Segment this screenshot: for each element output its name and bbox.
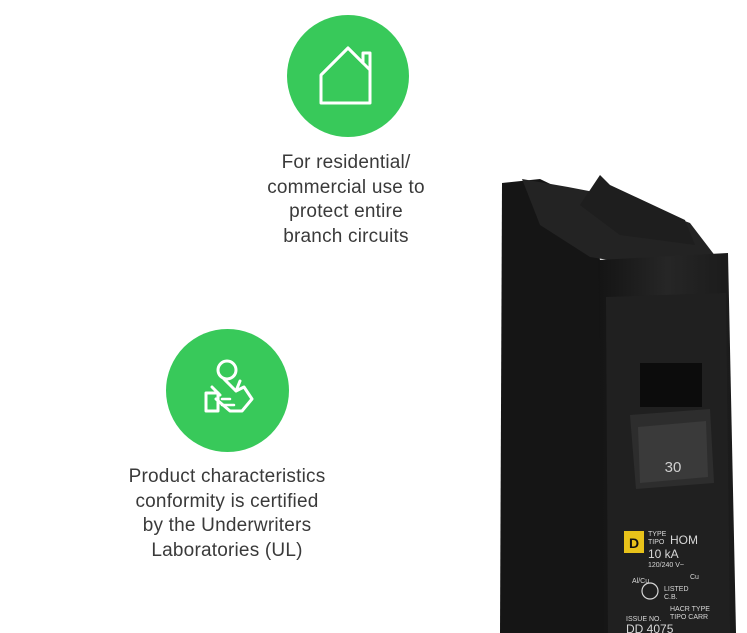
house-icon xyxy=(319,46,372,105)
house-badge xyxy=(287,15,409,137)
feature-line: commercial use to xyxy=(267,176,425,198)
series-label: HOM xyxy=(670,533,698,547)
feature-line: branch circuits xyxy=(283,225,409,247)
listed-label: LISTED xyxy=(664,586,689,593)
handle-window xyxy=(640,363,702,407)
handle-face xyxy=(638,421,708,483)
feature-ul-text: Product characteristics conformity is ce… xyxy=(87,465,367,563)
breaker-top-ridge xyxy=(580,175,695,245)
feature-line: conformity is certified xyxy=(135,490,319,512)
type-label: TYPE xyxy=(648,531,667,538)
feature-line: by the Underwriters xyxy=(142,515,312,536)
breaker-side xyxy=(500,179,605,633)
amperage-label: 30 xyxy=(665,459,682,476)
tipo-carr-label: TIPO CARR xyxy=(670,614,708,621)
wire-al-cu: Al/Cu xyxy=(632,578,649,585)
feature-line: Product characteristics xyxy=(128,466,326,487)
cb-label: C.B. xyxy=(664,594,678,601)
feature-line: For residential/ xyxy=(281,152,411,173)
feature-residential-text: For residential/ commercial use to prote… xyxy=(216,151,476,249)
issue-label: ISSUE NO. xyxy=(626,616,661,623)
svg-text:D: D xyxy=(629,535,639,551)
brand-logo xyxy=(624,531,644,553)
feature-line: protect entire xyxy=(289,201,403,222)
certificate-hand-icon xyxy=(204,359,253,412)
ul-mark xyxy=(641,582,659,600)
interrupt-rating: 10 kA xyxy=(648,547,679,561)
wire-cu: Cu xyxy=(690,574,699,581)
tipo-label: TIPO xyxy=(648,539,665,546)
hacr-label: HACR TYPE xyxy=(670,606,710,613)
code-label: DD 4075 xyxy=(626,622,674,633)
feature-line: Laboratories (UL) xyxy=(151,539,303,561)
certification-badge xyxy=(166,329,289,452)
voltage-label: 120/240 V~ xyxy=(648,562,684,569)
circuit-breaker-image: 30 D TYPE TIPO HOM 10 kA 120/240 V~ Al/C… xyxy=(500,175,736,633)
